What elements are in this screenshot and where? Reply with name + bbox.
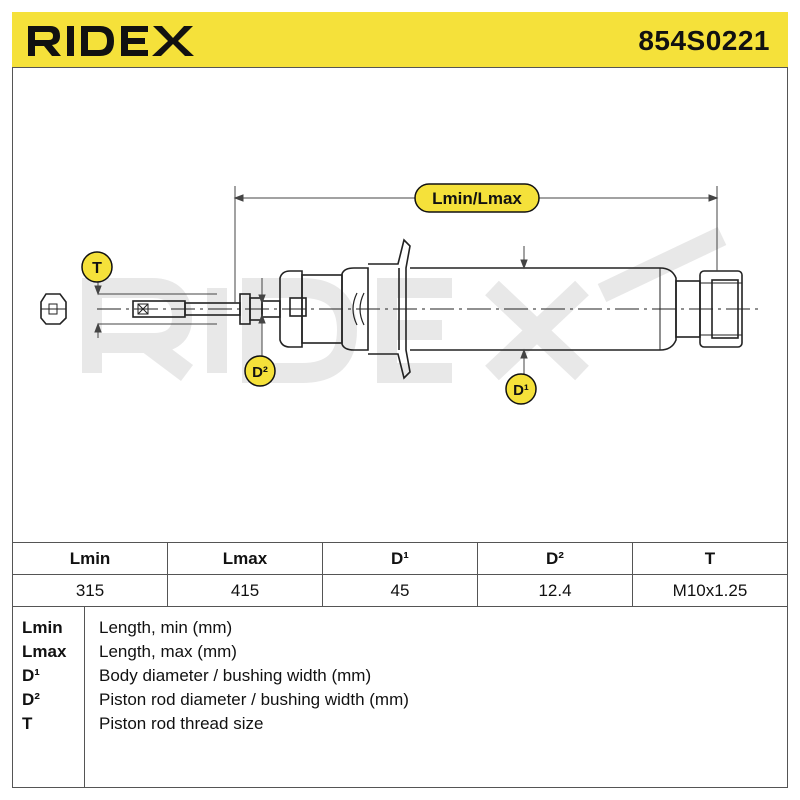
mount-bracket: [368, 238, 411, 309]
ridex-logo: [28, 26, 194, 56]
label-rod-diameter: D²: [244, 355, 276, 387]
spec-table: Lmin Lmax D¹ D² T 315 415 45 12.4 M10x1.…: [12, 542, 788, 607]
label-body-diameter: D¹: [505, 373, 537, 405]
legend-desc: Piston rod diameter / bushing width (mm): [99, 690, 409, 709]
svg-text:D¹: D¹: [513, 382, 529, 399]
legend-key: D²: [22, 690, 40, 709]
spec-header-lmin: Lmin: [12, 542, 168, 575]
legend-item: Lmax Length, max (mm): [12, 642, 788, 666]
ridex-watermark: [82, 226, 727, 383]
bottom-eye: [699, 270, 743, 348]
legend-desc: Length, max (mm): [99, 642, 237, 661]
legend-desc: Body diameter / bushing width (mm): [99, 666, 372, 685]
top-cap: [279, 270, 303, 348]
spec-value-t: M10x1.25: [632, 574, 788, 607]
part-number: 854S0221: [638, 25, 770, 56]
label-thread: T: [81, 251, 113, 283]
legend-item: T Piston rod thread size: [12, 714, 788, 738]
spec-header-lmax: Lmax: [167, 542, 323, 575]
svg-text:T: T: [92, 260, 102, 277]
legend-desc: Piston rod thread size: [99, 714, 264, 733]
label-length: Lmin/Lmax: [414, 183, 540, 213]
spec-header-row: Lmin Lmax D¹ D² T: [12, 542, 788, 575]
legend-divider: [84, 606, 85, 788]
spec-value-d2: 12.4: [477, 574, 633, 607]
spec-value-lmax: 415: [167, 574, 323, 607]
legend-key: D¹: [22, 666, 40, 685]
legend-item: Lmin Length, min (mm): [12, 618, 788, 642]
legend-key: Lmax: [22, 642, 67, 661]
legend-key: T: [22, 714, 33, 733]
shock-absorber-drawing: Lmin/Lmax T D² D¹: [40, 183, 762, 405]
svg-text:Lmin/Lmax: Lmin/Lmax: [432, 189, 522, 208]
legend-desc: Length, min (mm): [99, 618, 233, 637]
spec-value-lmin: 315: [12, 574, 168, 607]
svg-text:D²: D²: [252, 364, 268, 381]
legend-key: Lmin: [22, 618, 63, 637]
legend: Lmin Length, min (mm) Lmax Length, max (…: [12, 606, 788, 788]
legend-item: D¹ Body diameter / bushing width (mm): [12, 666, 788, 690]
legend-item: D² Piston rod diameter / bushing width (…: [12, 690, 788, 714]
spec-header-d2: D²: [477, 542, 633, 575]
spec-value-d1: 45: [322, 574, 478, 607]
spec-header-t: T: [632, 542, 788, 575]
spec-header-d1: D¹: [322, 542, 478, 575]
spec-value-row: 315 415 45 12.4 M10x1.25: [12, 574, 788, 607]
